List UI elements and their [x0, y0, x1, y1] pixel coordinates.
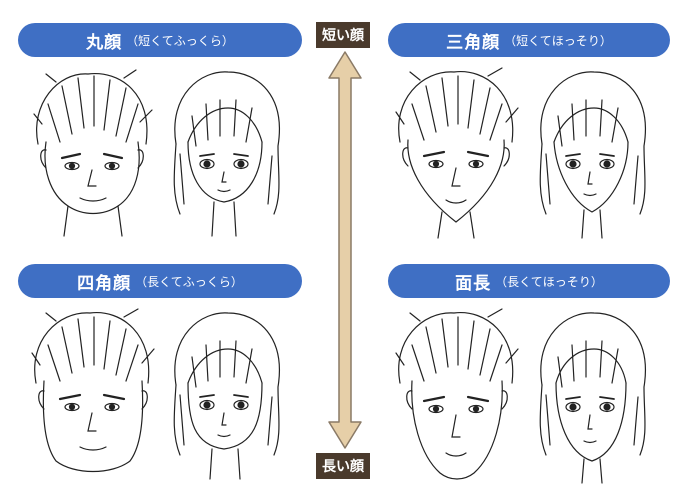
double-arrow-icon — [328, 51, 362, 449]
square-face-male-illustration — [31, 308, 155, 473]
square-face-header: 四角顔 （長くてふっくら） — [18, 264, 302, 298]
triangle-face-title: 三角顔 — [446, 32, 501, 53]
round-face-male-illustration — [33, 69, 153, 237]
square-face-female-illustration — [173, 312, 280, 480]
long-face-title: 面長 — [455, 273, 492, 294]
long-face-male-illustration — [395, 308, 519, 480]
triangle-face-male-illustration — [395, 67, 519, 239]
long-face-subtitle: （長くてほっそり） — [495, 274, 603, 289]
round-face-title: 丸顔 — [86, 32, 123, 53]
round-face-female-illustration — [173, 71, 280, 237]
short-face-label: 短い顔 — [316, 22, 370, 48]
round-face-subtitle: （短くてふっくら） — [126, 33, 234, 48]
long-face-label: 長い顔 — [316, 453, 370, 479]
triangle-face-subtitle: （短くてほっそり） — [504, 33, 612, 48]
triangle-face-header: 三角顔 （短くてほっそり） — [388, 23, 670, 57]
triangle-face-female-illustration — [539, 71, 646, 239]
long-face-female-illustration — [539, 312, 646, 484]
round-face-header: 丸顔 （短くてふっくら） — [18, 23, 302, 57]
square-face-title: 四角顔 — [77, 273, 132, 294]
square-face-subtitle: （長くてふっくら） — [135, 274, 243, 289]
long-face-header: 面長 （長くてほっそり） — [388, 264, 670, 298]
